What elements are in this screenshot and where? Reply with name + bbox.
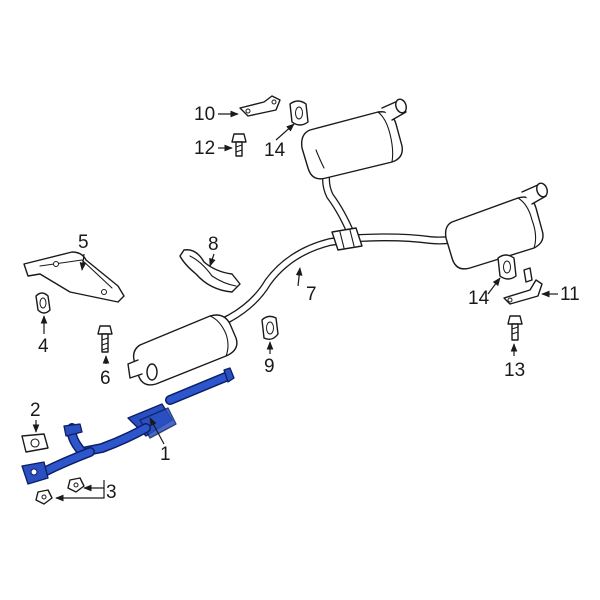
insulator-9 [261, 315, 279, 341]
bolt-12 [231, 133, 247, 157]
callout-12: 12 [194, 138, 215, 159]
center-clamp [331, 227, 363, 251]
callout-10: 10 [194, 104, 215, 125]
callout-14-lower: 14 [468, 288, 490, 309]
hanger-bracket-11 [503, 267, 543, 305]
callout-5: 5 [78, 232, 89, 253]
callout-14-upper: 14 [264, 140, 286, 161]
leader-lines [32, 110, 558, 502]
callout-9: 9 [264, 356, 275, 377]
callout-6: 6 [100, 368, 111, 389]
callout-3: 3 [106, 482, 117, 503]
front-pipe-catalytic-converter [21, 367, 235, 485]
left-muffler [300, 98, 407, 180]
resonator [127, 314, 238, 386]
hanger-bracket-10 [239, 95, 281, 117]
right-muffler [444, 182, 548, 270]
insulator-left [35, 292, 51, 314]
callout-11: 11 [560, 284, 580, 305]
insulator-14-upper [289, 100, 309, 126]
callout-2: 2 [30, 400, 41, 421]
callout-labels: 1 2 3 4 5 6 7 8 9 10 11 12 13 14 14 [30, 104, 580, 503]
rear-pipe-assembly [127, 98, 548, 386]
callout-8: 8 [208, 234, 219, 255]
callout-4: 4 [38, 336, 49, 357]
nuts [35, 477, 85, 505]
hanger-bracket-8 [179, 249, 241, 293]
flange-gasket [21, 433, 49, 453]
callout-13: 13 [504, 360, 525, 381]
heat-shield [23, 251, 125, 303]
callout-1: 1 [160, 444, 171, 465]
bolt-6 [97, 325, 113, 353]
bolt-13 [507, 315, 523, 341]
insulator-14-lower [497, 254, 517, 280]
callout-7: 7 [306, 284, 317, 305]
